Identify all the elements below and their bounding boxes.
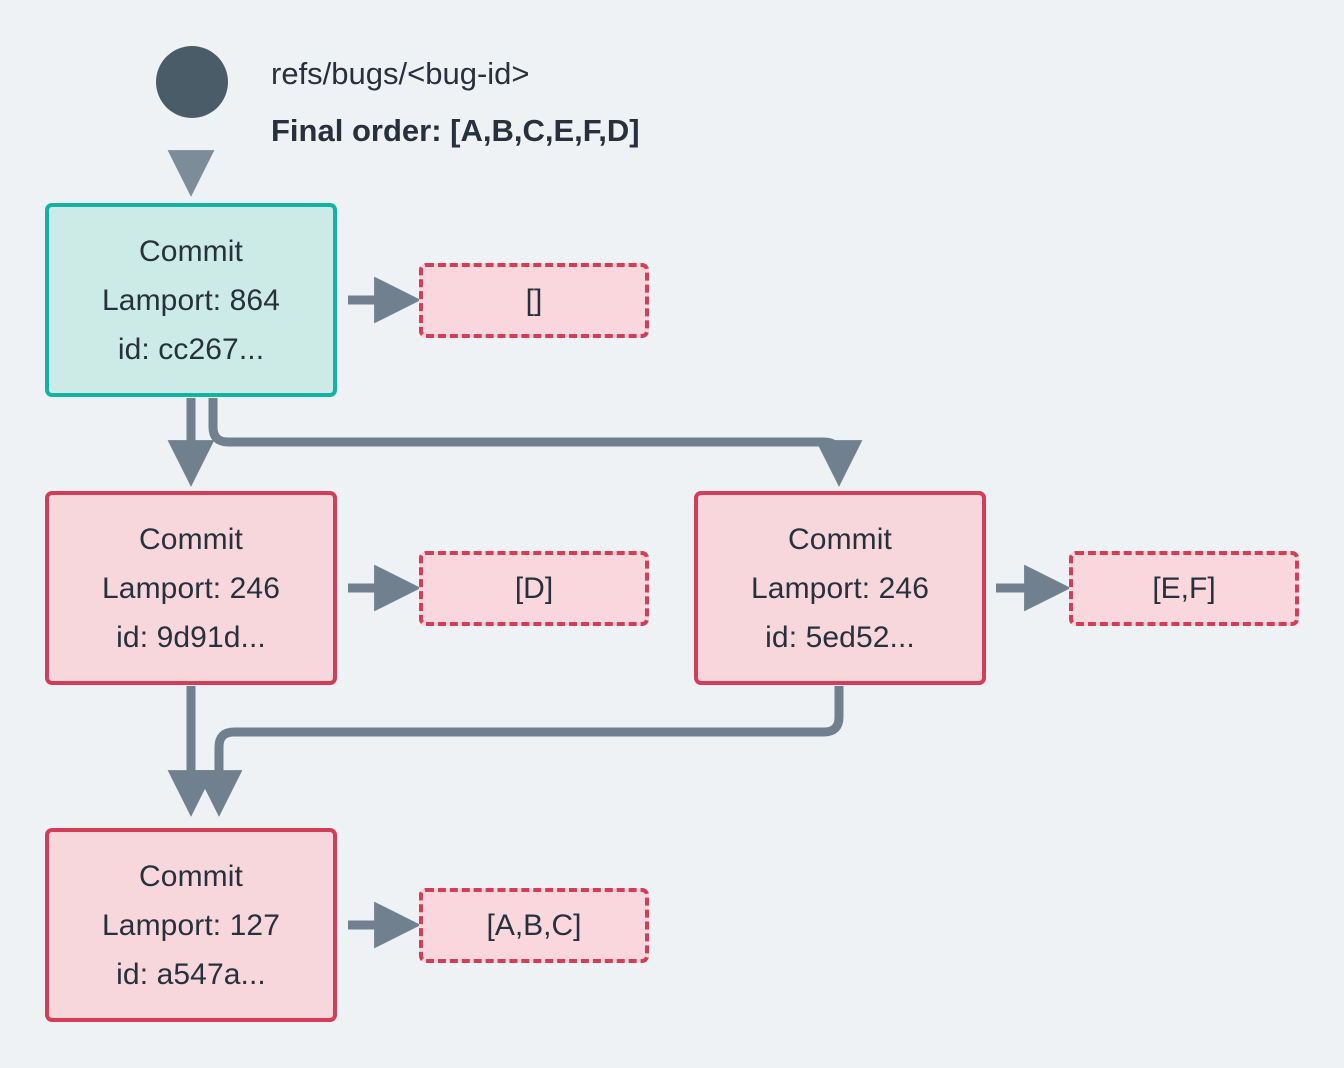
ops-box-a547a[interactable]: [A,B,C] (419, 888, 649, 963)
ops-label: [] (525, 283, 543, 317)
commit-node-cc267[interactable]: Commit Lamport: 864 id: cc267... (45, 203, 337, 397)
commit-lamport: Lamport: 864 (102, 283, 280, 317)
ref-label: refs/bugs/<bug-id> (271, 56, 530, 91)
edge-cc267-to-5ed52 (208, 398, 863, 487)
commit-lamport: Lamport: 246 (102, 571, 280, 605)
commit-title: Commit (139, 234, 243, 268)
commit-title: Commit (139, 522, 243, 556)
root-ref-dot (156, 46, 228, 118)
ops-box-cc267[interactable]: [] (419, 263, 649, 338)
final-order-label: Final order: [A,B,C,E,F,D] (271, 113, 640, 148)
commit-node-a547a[interactable]: Commit Lamport: 127 id: a547a... (45, 828, 337, 1022)
ops-label: [E,F] (1152, 571, 1216, 605)
ops-box-5ed52[interactable]: [E,F] (1069, 551, 1299, 626)
ops-label: [D] (514, 571, 554, 605)
commit-id: id: cc267... (117, 332, 265, 366)
commit-lamport: Lamport: 127 (102, 908, 280, 942)
ops-label: [A,B,C] (486, 908, 582, 942)
ops-box-9d91d[interactable]: [D] (419, 551, 649, 626)
commit-title: Commit (788, 522, 892, 556)
commit-id: id: 5ed52... (765, 620, 915, 654)
commit-node-9d91d[interactable]: Commit Lamport: 246 id: 9d91d... (45, 491, 337, 685)
commit-node-5ed52[interactable]: Commit Lamport: 246 id: 5ed52... (694, 491, 986, 685)
commit-id: id: a547a... (116, 957, 266, 991)
commit-title: Commit (139, 859, 243, 893)
commit-id: id: 9d91d... (116, 620, 266, 654)
commit-lamport: Lamport: 246 (751, 571, 929, 605)
edge-5ed52-to-a547a (195, 686, 844, 817)
